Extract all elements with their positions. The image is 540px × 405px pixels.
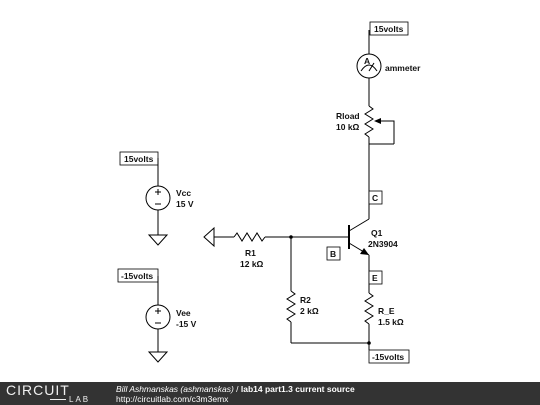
svg-text:E: E (372, 273, 378, 283)
q1-part: 2N3904 (368, 239, 398, 249)
logo-word-circuit: CIRCUIT (6, 382, 70, 398)
circuit-title: lab14 part1.3 current source (240, 384, 355, 394)
circuit-schematic: 15volts A ammeter Rload 10 kΩ C 15volts … (117, 21, 421, 364)
vee-name: Vee (176, 308, 191, 318)
supply-tag-top: 15volts (369, 21, 409, 36)
supply-tag-vcc: 15volts (119, 151, 159, 166)
supply-tag-bottom: -15volts (368, 349, 410, 364)
r1-value: 12 kΩ (240, 259, 264, 269)
q1-transistor (343, 218, 370, 256)
separator: / (233, 384, 241, 394)
rload-resistor (364, 105, 374, 138)
svg-text:15volts: 15volts (374, 24, 404, 34)
logo-word-lab: LAB (50, 395, 90, 404)
re-name: R_E (378, 306, 395, 316)
rload-value: 10 kΩ (336, 122, 360, 132)
vee-value: -15 V (176, 319, 197, 329)
svg-text:A: A (364, 56, 370, 66)
vcc-source (145, 185, 171, 211)
ground-symbol (203, 226, 215, 248)
r2-name: R2 (300, 295, 311, 305)
rload-wiper (369, 118, 395, 145)
ammeter-label: ammeter (385, 63, 421, 73)
svg-text:B: B (330, 249, 336, 259)
svg-text:-15volts: -15volts (121, 271, 153, 281)
svg-text:-15volts: -15volts (372, 352, 404, 362)
svg-text:15volts: 15volts (124, 154, 154, 164)
author-link[interactable]: Bill Ashmanskas (ashmanskas) (116, 384, 234, 394)
ground-symbol (147, 351, 169, 363)
logo-lab-text: LAB (69, 395, 91, 404)
r1-name: R1 (245, 248, 256, 258)
ammeter: A (356, 53, 382, 79)
re-resistor (364, 292, 374, 325)
vcc-value: 15 V (176, 199, 194, 209)
vee-source (145, 304, 171, 330)
svg-text:C: C (372, 193, 378, 203)
vcc-name: Vcc (176, 188, 191, 198)
re-value: 1.5 kΩ (378, 317, 404, 327)
supply-tag-vee: -15volts (117, 268, 159, 283)
node-tag-b: B (326, 246, 341, 261)
node-tag-c: C (368, 190, 383, 205)
r1-resistor (233, 232, 266, 242)
rload-name: Rload (336, 111, 360, 121)
credit-line: Bill Ashmanskas (ashmanskas) / lab14 par… (116, 384, 355, 394)
q1-name: Q1 (371, 228, 383, 238)
junction-dot (367, 341, 371, 345)
r2-resistor (286, 290, 296, 323)
r2-value: 2 kΩ (300, 306, 319, 316)
circuitlab-logo[interactable]: CIRCUIT LAB (6, 383, 106, 404)
ground-symbol (147, 234, 169, 246)
footer-bar: CIRCUIT LAB Bill Ashmanskas (ashmanskas)… (0, 382, 540, 405)
node-tag-e: E (368, 270, 383, 285)
circuit-url-link[interactable]: http://circuitlab.com/c3m3emx (116, 394, 229, 404)
